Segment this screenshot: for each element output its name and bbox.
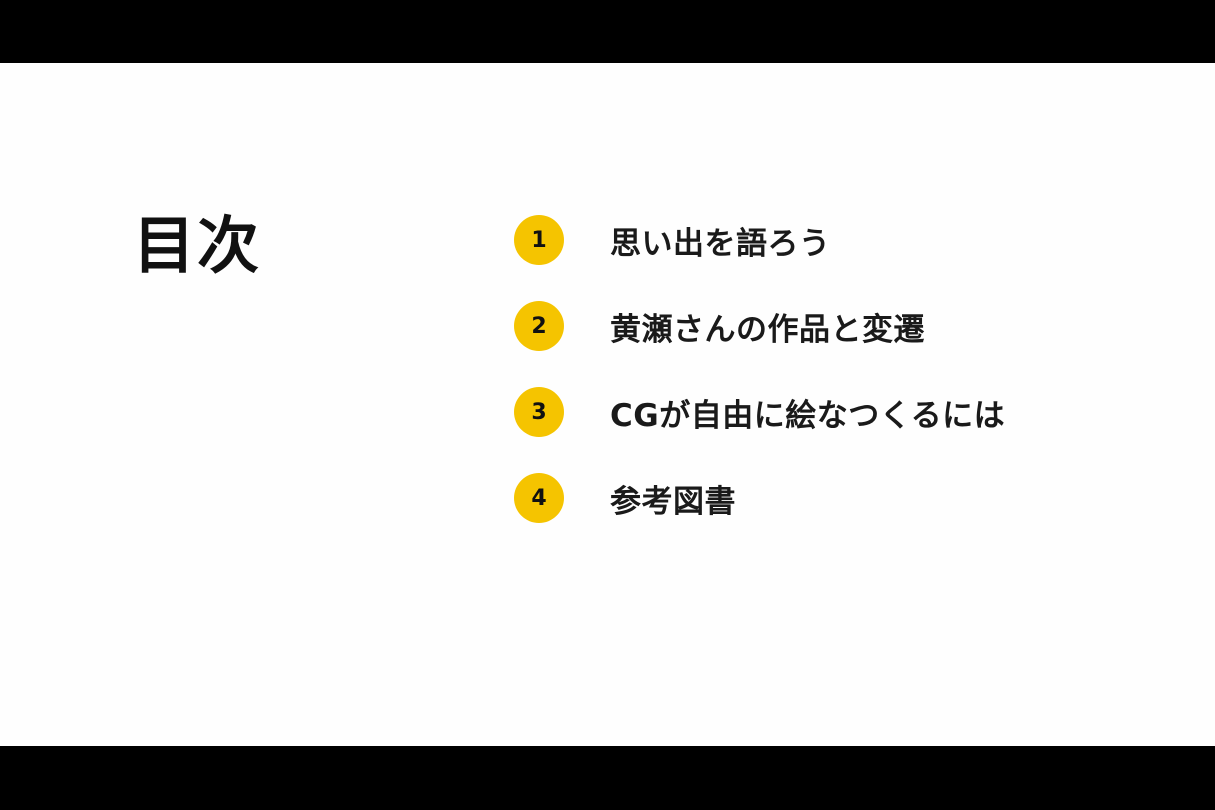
letterbox-top xyxy=(0,0,1215,63)
number-badge: 1 xyxy=(514,215,564,265)
number-badge: 4 xyxy=(514,473,564,523)
toc-item-2: 2 黄瀬さんの作品と変遷 xyxy=(514,300,925,352)
toc-label: 思い出を語ろう xyxy=(610,225,831,262)
toc-label: 参考図書 xyxy=(610,483,736,520)
toc-item-1: 1 思い出を語ろう xyxy=(514,214,831,266)
slide-title: 目次 xyxy=(133,209,262,282)
letterbox-bottom xyxy=(0,746,1215,810)
toc-item-3: 3 CGが自由に絵なつくるには xyxy=(514,386,1005,438)
slide: 目次 1 思い出を語ろう 2 黄瀬さんの作品と変遷 3 CGが自由に絵なつくるに… xyxy=(0,63,1215,746)
number-badge: 2 xyxy=(514,301,564,351)
toc-item-4: 4 参考図書 xyxy=(514,472,736,524)
number-badge: 3 xyxy=(514,387,564,437)
toc-label: CGが自由に絵なつくるには xyxy=(610,397,1006,434)
toc-label: 黄瀬さんの作品と変遷 xyxy=(610,311,925,348)
